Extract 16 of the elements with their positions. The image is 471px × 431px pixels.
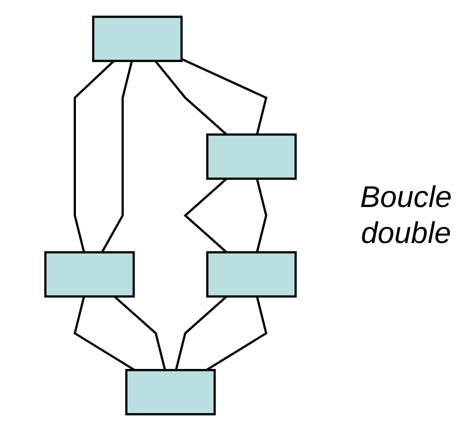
connector [154,60,228,136]
node-box [206,251,297,298]
connector [181,58,268,135]
connector [174,296,228,370]
connector [184,178,228,254]
node-box [44,251,135,298]
connector [74,296,136,371]
node-box [206,133,297,180]
connector [74,60,115,253]
node-box [92,16,183,62]
node-box [125,368,216,416]
connector [256,178,268,253]
diagram-label: Boucle double [359,180,453,252]
connector [101,60,133,253]
connector [206,296,268,371]
connector [114,296,166,370]
